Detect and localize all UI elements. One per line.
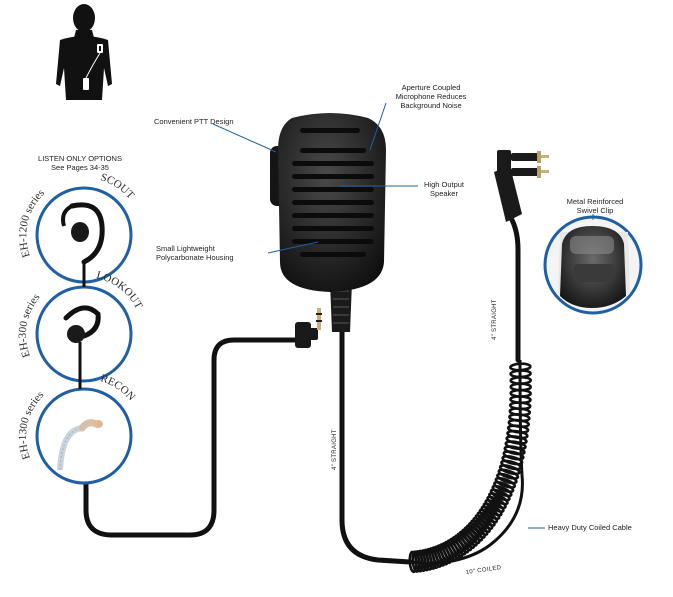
mini-plug bbox=[295, 308, 322, 348]
speaker-microphone bbox=[270, 113, 386, 332]
clip-line-1: Metal Reinforced bbox=[566, 197, 624, 206]
coil-loop bbox=[498, 464, 521, 476]
coil-loop bbox=[482, 502, 503, 517]
coil-loop bbox=[493, 480, 515, 494]
grille-slot bbox=[300, 252, 366, 257]
aperture-label: Aperture Coupled Microphone Reduces Back… bbox=[386, 83, 476, 110]
listen-only-title: LISTEN ONLY OPTIONS bbox=[38, 154, 122, 163]
grille-slot bbox=[292, 187, 374, 192]
coil-loop bbox=[497, 468, 520, 480]
mic-cable bbox=[339, 317, 413, 565]
grille-slot bbox=[292, 161, 374, 166]
person-silhouette-icon bbox=[56, 4, 112, 100]
aperture-line-1: Aperture Coupled bbox=[401, 83, 461, 92]
coiled-length-label: 10" COILED bbox=[465, 565, 502, 576]
housing-line-2: Polycarbonate Housing bbox=[156, 253, 234, 262]
callout-lines bbox=[212, 102, 594, 529]
option-circle-recon bbox=[35, 387, 133, 485]
speaker-line-1: High Output bbox=[423, 180, 465, 189]
aperture-line-2: Microphone Reduces bbox=[395, 92, 467, 101]
aperture-line-3: Background Noise bbox=[400, 101, 462, 110]
earpiece-cable bbox=[83, 337, 303, 538]
grille-slot bbox=[300, 148, 366, 153]
radio-cable bbox=[503, 202, 521, 363]
grille-slot bbox=[292, 226, 374, 231]
option-circle-scout bbox=[35, 186, 133, 284]
coiled-cable-label: Heavy Duty Coiled Cable bbox=[548, 523, 632, 532]
ptt-label: Convenient PTT Design bbox=[154, 117, 234, 126]
speaker-label: High Output Speaker bbox=[416, 180, 472, 198]
straight-center-label: 4" STRAIGHT bbox=[332, 429, 338, 470]
coil-loop bbox=[489, 488, 511, 502]
swivel-clip-inset bbox=[543, 215, 643, 315]
grille-slot bbox=[292, 200, 374, 205]
coil-loop bbox=[484, 499, 505, 513]
speaker-line-2: Speaker bbox=[430, 189, 458, 198]
coil-loop bbox=[501, 454, 524, 466]
grille-slot bbox=[292, 239, 374, 244]
clip-label: Metal Reinforced Swivel Clip bbox=[556, 197, 634, 215]
listen-only-pages: See Pages 34-35 bbox=[51, 163, 109, 172]
coil-loop bbox=[478, 508, 499, 524]
radio-connector bbox=[494, 150, 549, 222]
housing-label: Small Lightweight Polycarbonate Housing bbox=[156, 244, 234, 262]
coil-loop bbox=[480, 505, 501, 521]
coil-loop bbox=[500, 459, 523, 471]
grille-slot bbox=[292, 174, 374, 179]
clip-line-2: Swivel Clip bbox=[576, 206, 614, 215]
coil-loop bbox=[488, 492, 509, 506]
housing-line-1: Small Lightweight bbox=[156, 244, 215, 253]
coil-loop bbox=[486, 495, 507, 510]
option-circle-lookout bbox=[35, 285, 133, 383]
coil-loop bbox=[509, 362, 532, 372]
straight-right-label: 4" STRAIGHT bbox=[492, 299, 498, 340]
coil-loops bbox=[408, 362, 533, 574]
coil-loop bbox=[496, 472, 518, 485]
coil-loop bbox=[494, 476, 517, 489]
coil-loop bbox=[491, 484, 513, 498]
listen-only-heading: LISTEN ONLY OPTIONS See Pages 34-35 bbox=[26, 154, 134, 172]
grille-slot bbox=[292, 213, 374, 218]
